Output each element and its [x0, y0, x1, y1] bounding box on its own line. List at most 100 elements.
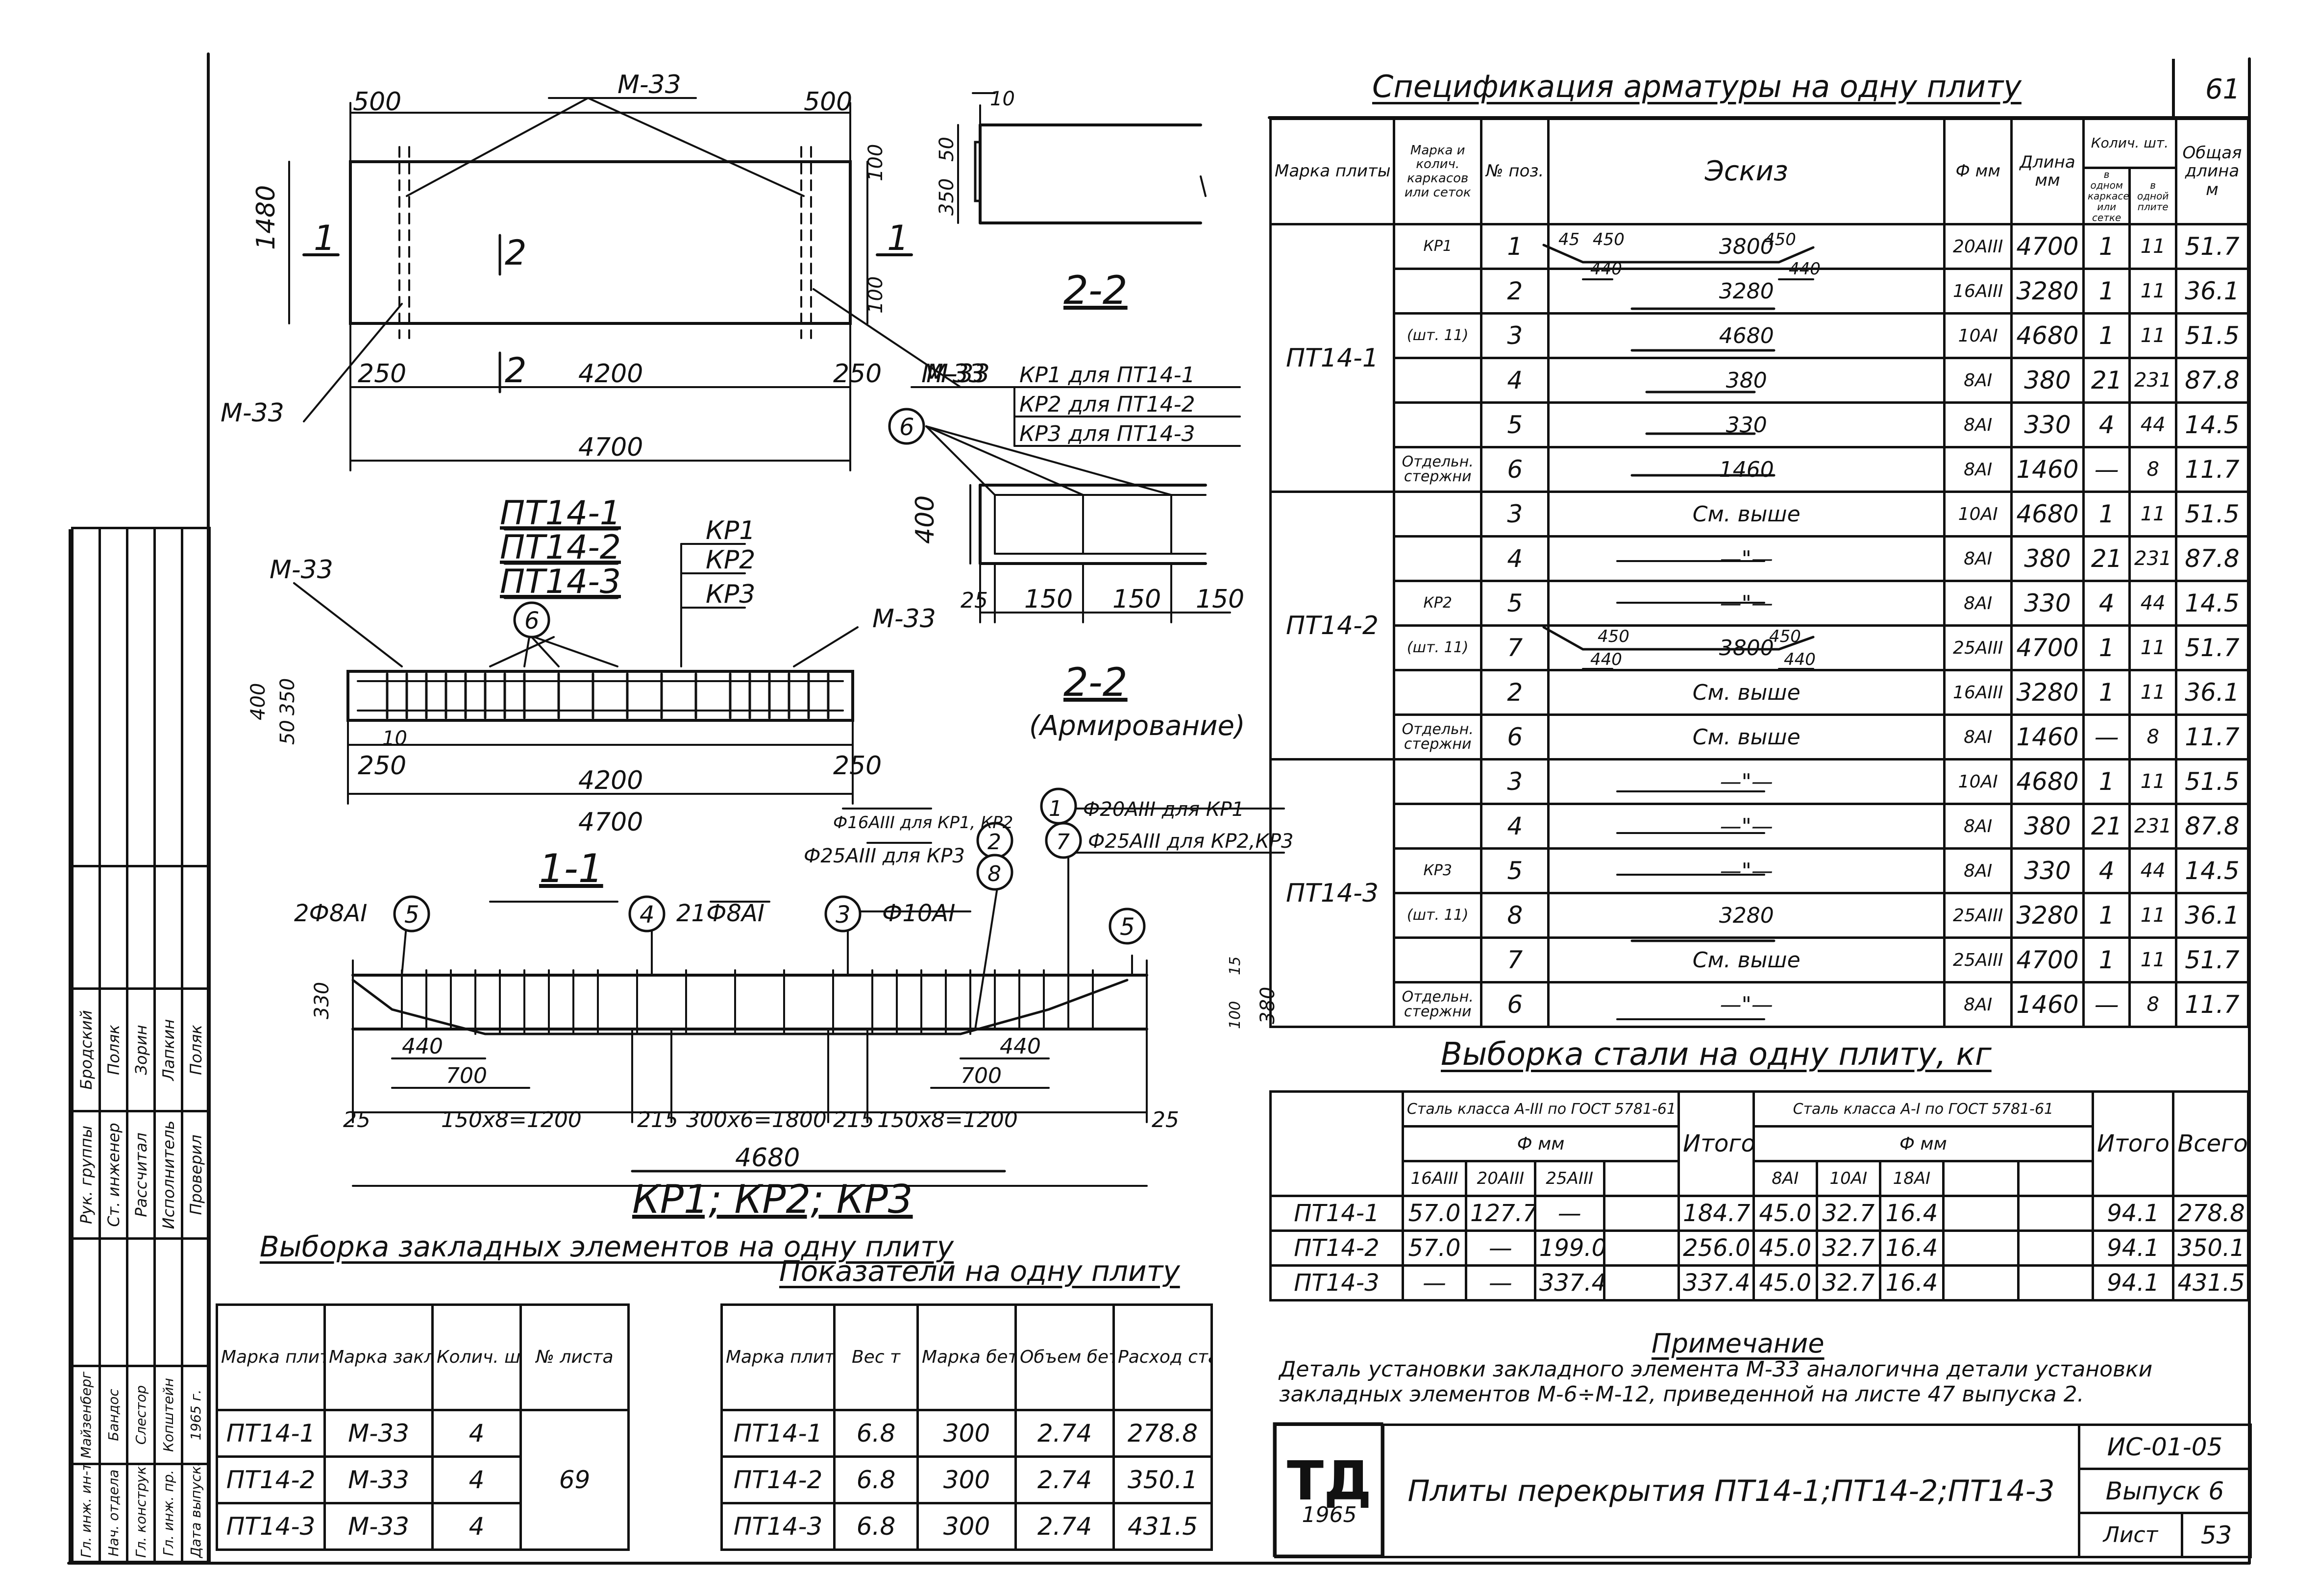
spec-qty-plate: 44	[2128, 580, 2177, 627]
spec-cage	[1392, 268, 1483, 315]
steel-a1-value: 32.7	[1815, 1195, 1881, 1232]
cage-note-3: Ф10АI	[882, 900, 955, 927]
steel-sum3: 256.0	[1677, 1229, 1755, 1267]
spec-h-mark: Марка плиты	[1269, 118, 1395, 225]
spec-sketch: См. выше	[1547, 491, 1946, 538]
spec-cage: Отдельн. стержни	[1392, 713, 1483, 761]
rebar-note-2: Ф16АIII для КР1, КР2	[833, 813, 1013, 833]
plan-dim-100a: 100	[864, 144, 887, 181]
steel-a1-value: 16.4	[1878, 1229, 1945, 1267]
rebar-callout-2: 2	[987, 830, 1001, 855]
spec-table: Марка плиты Марка и колич. каркасов или …	[1269, 118, 2250, 1028]
steel-a1-value	[1942, 1229, 2020, 1267]
rebar-note-7: Ф25АIII для КР2,КР3	[1088, 830, 1293, 853]
stamp-signature	[182, 1238, 210, 1366]
spec-h-length: Длина мм	[2010, 118, 2085, 225]
spec-qty-plate: 11	[2128, 312, 2177, 359]
rebar-callout-1: 1	[1049, 796, 1062, 821]
cage-subtitle: КР1; КР2; КР3	[632, 1177, 913, 1222]
spec-cage: КР1	[1392, 223, 1483, 270]
callout-circle-5-left	[393, 895, 430, 933]
spec-qty-one: —	[2082, 713, 2131, 761]
ind-s: 350.1	[1112, 1455, 1213, 1504]
callout-circle-7	[1045, 822, 1082, 859]
spec-qty-one: 1	[2082, 312, 2131, 359]
spec-plate-mark: ПТ14-1	[1269, 223, 1395, 493]
steel-a3-value	[1603, 1264, 1680, 1301]
steel-mark: ПТ14-3	[1269, 1264, 1404, 1301]
cage-title: 1-1	[539, 846, 603, 891]
spec-qty-one: 1	[2082, 624, 2131, 671]
spec-plate-mark: ПТ14-3	[1269, 758, 1395, 1028]
spec-pos: 3	[1480, 312, 1550, 359]
spec-dia: 8АI	[1943, 713, 2013, 761]
s22-kp2: КР2 для ПТ14-2	[1019, 392, 1195, 417]
spec-pos: 4	[1480, 803, 1550, 850]
spec-length: 330	[2010, 847, 2085, 894]
spec-cage: КР3	[1392, 847, 1483, 894]
spec-length: 1460	[2010, 713, 2085, 761]
spec-sketch: 3800	[1547, 624, 1946, 671]
spec-pos: 2	[1480, 268, 1550, 315]
spec-length: 1460	[2010, 446, 2085, 493]
spec-pos: 4	[1480, 357, 1550, 404]
spec-dia: 8АI	[1943, 446, 2013, 493]
spec-total: 36.1	[2174, 892, 2250, 939]
rebar-callout-8: 8	[987, 861, 1001, 886]
spec-dia: 10АI	[1943, 491, 2013, 538]
spec-qty-plate: 11	[2128, 268, 2177, 315]
spec-length: 1460	[2010, 981, 2085, 1028]
spec-length: 380	[2010, 803, 2085, 850]
spec-sketch: 1460	[1547, 446, 1946, 493]
spec-pos: 7	[1480, 624, 1550, 671]
spec-cage	[1392, 401, 1483, 448]
stamp-signature-2	[72, 866, 100, 989]
emb-h-element: Марка закладного элемента	[323, 1303, 434, 1411]
cage-dim-700-r: 700	[961, 1063, 1002, 1088]
stamp-blank	[154, 528, 182, 866]
steel-a3-value: —	[1464, 1229, 1536, 1267]
spec-total: 87.8	[2174, 535, 2250, 582]
steel-sum3: 184.7	[1677, 1195, 1755, 1232]
spec-dia: 10АI	[1943, 758, 2013, 805]
s22-m33: М-33	[921, 359, 985, 389]
steel-sum1: 94.1	[2092, 1195, 2175, 1232]
steel-a3-value: 57.0	[1401, 1195, 1467, 1232]
cage-dim-4680: 4680	[735, 1143, 800, 1173]
plan-dim-250-right: 250	[833, 359, 882, 389]
spec-dia: 8АI	[1943, 580, 2013, 627]
steel-total: 278.8	[2172, 1195, 2249, 1232]
plan-m33-left: М-33	[221, 398, 284, 428]
stamp-blank	[127, 528, 155, 866]
steel-a3-value: 199.0	[1533, 1229, 1605, 1267]
plan-dim-1480: 1480	[251, 185, 281, 250]
spec-pos: 5	[1480, 847, 1550, 894]
stamp-signature	[127, 1238, 155, 1366]
spec-qty-one: 4	[2082, 580, 2131, 627]
spec-qty-plate: 231	[2128, 357, 2177, 404]
ind-mark: ПТ14-2	[720, 1455, 836, 1504]
cage-dim-1200-l: 150x8=1200	[441, 1107, 582, 1132]
spec-dia: 25АIII	[1943, 936, 2013, 983]
emb-mark: ПТ14-1	[216, 1409, 326, 1458]
stamp-signature-2	[99, 866, 127, 989]
steel-mark: ПТ14-1	[1269, 1195, 1404, 1232]
callout-circle-6-section	[888, 408, 925, 445]
spec-total: 51.7	[2174, 936, 2250, 983]
spec-length: 4700	[2010, 223, 2085, 270]
steel-sum1: 94.1	[2092, 1229, 2175, 1267]
elev-dim-400: 400	[247, 683, 270, 720]
spec-sketch: 3280	[1547, 892, 1946, 939]
stamp-blank	[72, 528, 100, 866]
steel-col-a3: 16АIII	[1401, 1160, 1467, 1197]
steel-a1-value: 32.7	[1815, 1229, 1881, 1267]
